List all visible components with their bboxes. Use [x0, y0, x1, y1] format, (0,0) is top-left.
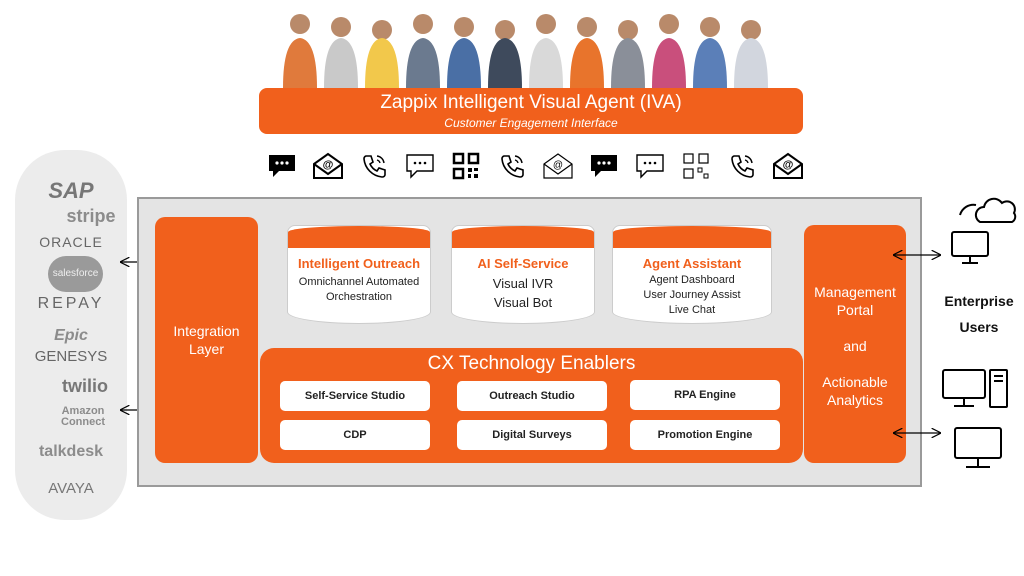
module-line: Live Chat: [668, 304, 716, 316]
person-photo: [324, 17, 358, 88]
management-label: Actionable: [822, 374, 888, 390]
enabler-promotion-engine[interactable]: Promotion Engine: [630, 420, 780, 450]
sap-logo: SAP: [48, 178, 94, 203]
phone-icon: [357, 151, 391, 181]
module-line: User Journey Assist: [643, 289, 741, 301]
enabler-outreach-studio[interactable]: Outreach Studio: [457, 381, 607, 411]
epic-logo: Epic: [54, 327, 88, 344]
module-line: Visual Bot: [493, 295, 553, 310]
enabler-rpa-engine[interactable]: RPA Engine: [630, 380, 780, 410]
module-ai-self-service: AI Self-Service Visual IVR Visual Bot: [451, 225, 595, 324]
module-intelligent-outreach: Intelligent Outreach Omnichannel Automat…: [287, 225, 431, 324]
desktop-computer-icon: [942, 369, 1008, 408]
svg-text:@: @: [553, 160, 563, 171]
person-photo: [570, 17, 604, 88]
module-line: Agent Dashboard: [649, 274, 735, 286]
module-line: Visual IVR: [492, 276, 554, 291]
phone-icon: [495, 151, 529, 181]
module-agent-assistant: Agent Assistant Agent Dashboard User Jou…: [612, 225, 772, 324]
management-label: Analytics: [826, 392, 884, 408]
module-title: Agent Assistant: [642, 256, 742, 271]
module-title: Intelligent Outreach: [297, 256, 421, 271]
email-at-icon: @: [311, 151, 345, 181]
integration-label: Layer: [188, 341, 224, 357]
management-label: and: [843, 338, 867, 354]
integration-label: Integration: [173, 323, 240, 339]
person-photo: [611, 20, 645, 88]
stripe-logo: stripe: [66, 206, 116, 226]
twilio-logo: twilio: [62, 376, 108, 396]
enterprise-users-label: Enterprise Users: [935, 288, 1023, 340]
amazon-connect-logo: Amazon Connect: [61, 405, 105, 428]
oracle-logo: ORACLE: [39, 234, 103, 250]
cloud-monitor-icon: [951, 197, 1017, 264]
person-photo: [447, 17, 481, 88]
enabler-digital-surveys[interactable]: Digital Surveys: [457, 420, 607, 450]
svg-text:@: @: [783, 159, 794, 171]
channel-icons-row: @ @ @: [265, 148, 805, 184]
enabler-cdp[interactable]: CDP: [280, 420, 430, 450]
cx-technology-enablers: CX Technology Enablers Self-Service Stud…: [260, 348, 803, 463]
repay-logo: REPAY: [37, 295, 105, 312]
page-subtitle: Customer Engagement Interface: [444, 116, 618, 130]
qr-code-outline-icon: [679, 151, 713, 181]
person-photo: [652, 14, 686, 88]
chat-filled-icon: [265, 151, 299, 181]
qr-code-icon: [449, 151, 483, 181]
iva-title-bar: Zappix Intelligent Visual Agent (IVA) Cu…: [259, 88, 803, 134]
monitor-icon: [954, 427, 1002, 468]
management-label: Management: [814, 284, 896, 300]
management-portal: Management Portal and Actionable Analyti…: [804, 225, 906, 463]
email-at-icon: @: [771, 151, 805, 181]
person-photo: [406, 14, 440, 88]
person-photo: [365, 20, 399, 88]
cx-title: CX Technology Enablers: [427, 353, 636, 374]
person-photo: [488, 20, 522, 88]
chat-outline-icon: [633, 151, 667, 181]
customers-photo-strip: [280, 6, 780, 88]
person-photo: [283, 14, 317, 88]
module-title: AI Self-Service: [477, 256, 569, 271]
enterprise-devices: [888, 197, 1017, 468]
management-label: Portal: [836, 302, 874, 318]
genesys-logo: GENESYS: [34, 348, 108, 365]
phone-icon: [725, 151, 759, 181]
avaya-logo: AVAYA: [48, 480, 94, 497]
enterprise-label: Enterprise: [944, 293, 1014, 309]
email-at-outline-icon: @: [541, 151, 575, 181]
page-title: Zappix Intelligent Visual Agent (IVA): [380, 92, 682, 113]
module-line: Orchestration: [325, 291, 393, 303]
module-line: Omnichannel Automated: [298, 276, 420, 288]
person-photo: [693, 17, 727, 88]
enterprise-label: Users: [959, 319, 999, 335]
salesforce-logo: salesforce: [48, 256, 103, 292]
talkdesk-logo: talkdesk: [38, 443, 104, 460]
svg-text:@: @: [323, 159, 334, 171]
person-photo: [529, 14, 563, 88]
chat-outline-icon: [403, 151, 437, 181]
partner-cloud: SAP stripe ORACLE salesforce REPAY Epic …: [15, 150, 127, 520]
enabler-self-service-studio[interactable]: Self-Service Studio: [280, 381, 430, 411]
person-photo: [734, 20, 768, 88]
chat-filled-icon: [587, 151, 621, 181]
